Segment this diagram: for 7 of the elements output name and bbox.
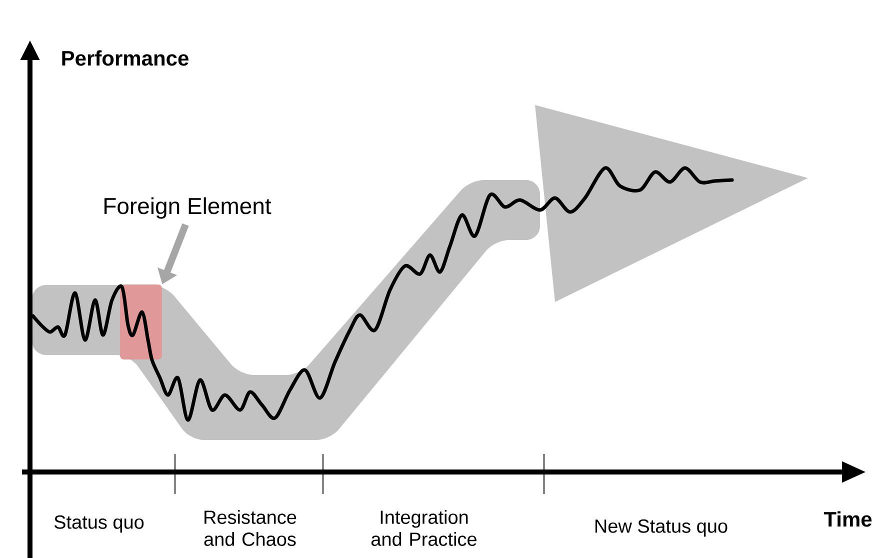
phase-label: Integration and Practice [371, 510, 476, 546]
axis-label: Time [824, 511, 872, 527]
axis-label: Performance [62, 50, 188, 66]
phase-label: New Status quo [596, 519, 728, 537]
callout-text: Foreign Element [104, 197, 272, 219]
phase-label: Status quo [54, 515, 144, 533]
phase-label: Resistance and Chaos [204, 510, 296, 546]
